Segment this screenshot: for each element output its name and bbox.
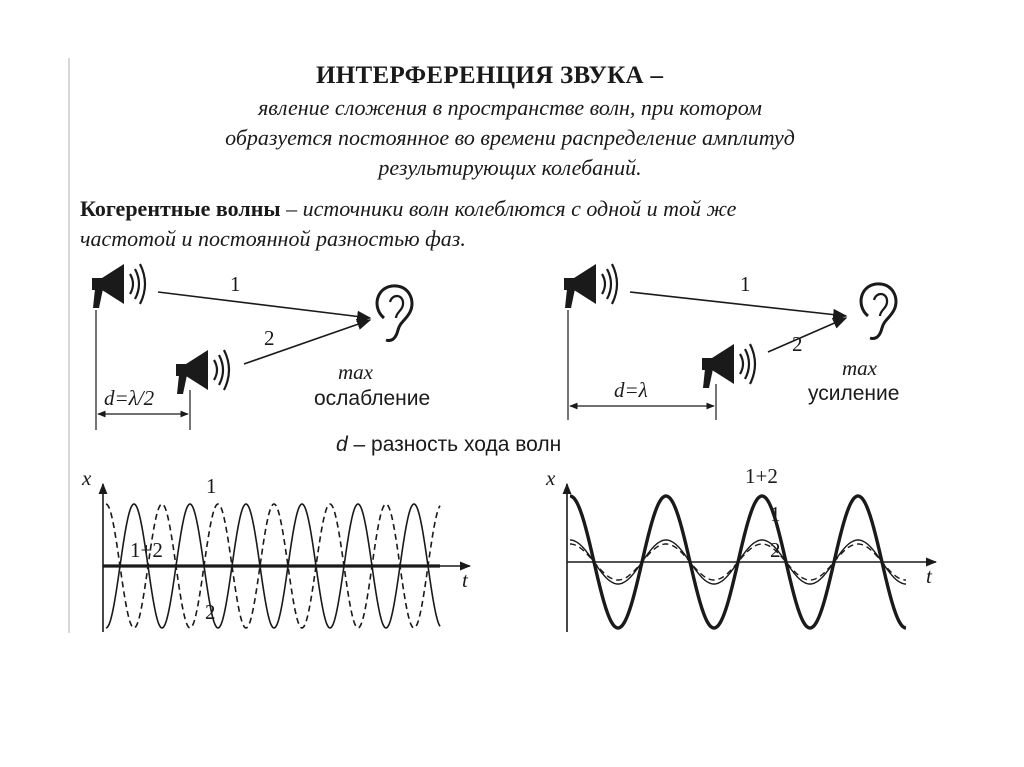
right-x-axis-label: x bbox=[546, 466, 555, 491]
right-wave-2-label: 2 bbox=[770, 538, 781, 563]
left-wave-1-label: 1 bbox=[206, 474, 217, 499]
path-difference-caption: d – разность хода волн bbox=[336, 433, 561, 457]
left-ray-1-label: 1 bbox=[230, 272, 241, 297]
left-ray-1 bbox=[158, 292, 370, 318]
right-t-axis-label: t bbox=[926, 564, 932, 589]
left-x-axis-label: x bbox=[82, 466, 91, 491]
path-difference-symbol: d bbox=[336, 433, 348, 456]
right-distance-label: d=λ bbox=[614, 378, 648, 403]
right-ear-icon bbox=[861, 284, 896, 339]
left-ear-icon bbox=[377, 286, 412, 341]
left-result-label: ослабление bbox=[314, 387, 430, 411]
right-speaker-1-icon bbox=[564, 264, 617, 308]
path-difference-text: – разность хода волн bbox=[348, 433, 562, 456]
left-speaker-2-icon bbox=[176, 350, 229, 394]
left-ray-2-label: 2 bbox=[264, 326, 275, 351]
right-sum-label: 1+2 bbox=[745, 464, 778, 489]
left-distance-label: d=λ/2 bbox=[104, 386, 154, 411]
left-t-axis-label: t bbox=[462, 568, 468, 593]
right-ray-1-label: 1 bbox=[740, 272, 751, 297]
right-max-label: max bbox=[842, 356, 877, 381]
right-ray-1 bbox=[630, 292, 846, 316]
right-ray-2 bbox=[768, 318, 846, 352]
right-ray-2-label: 2 bbox=[792, 332, 803, 357]
left-speaker-1-icon bbox=[92, 264, 145, 308]
left-sum-label: 1+2 bbox=[130, 538, 163, 563]
right-speaker-2-icon bbox=[702, 344, 755, 388]
right-wave-1-label: 1 bbox=[770, 502, 781, 527]
left-wave-2-label: 2 bbox=[205, 600, 216, 625]
right-result-label: усиление bbox=[808, 382, 899, 406]
left-ray-2 bbox=[244, 320, 370, 364]
left-max-label: max bbox=[338, 360, 373, 385]
